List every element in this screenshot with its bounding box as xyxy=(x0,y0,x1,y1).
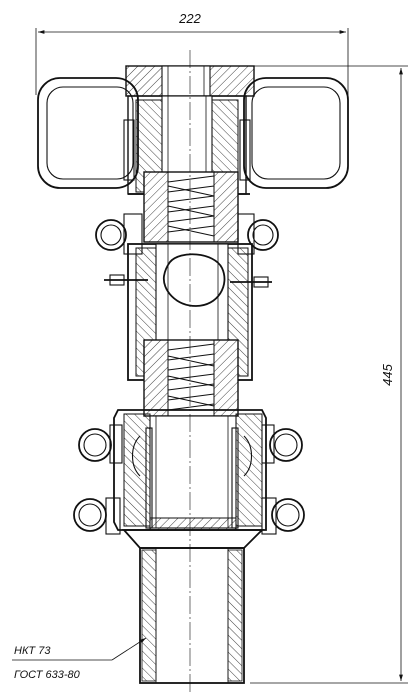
width-dimension-label: 222 xyxy=(178,11,201,26)
width-dimension: 222 xyxy=(35,11,349,95)
pipe-note: НКТ 73 ГОСТ 633-80 xyxy=(12,637,147,681)
upper-side-rollers xyxy=(95,213,279,255)
lower-rollers-lower-pair xyxy=(73,497,305,535)
height-dimension: 445 xyxy=(250,65,408,684)
tubing-pipe xyxy=(139,547,245,684)
lower-rollers-upper-pair xyxy=(78,424,303,464)
lower-spring-pack xyxy=(143,339,239,417)
upper-spring-pack xyxy=(128,171,250,243)
pipe-note-line1: НКТ 73 xyxy=(14,645,51,657)
height-dimension-label: 445 xyxy=(380,363,395,385)
lower-housing xyxy=(113,409,267,531)
top-handles xyxy=(37,77,349,189)
pipe-note-line2: ГОСТ 633-80 xyxy=(14,669,81,681)
